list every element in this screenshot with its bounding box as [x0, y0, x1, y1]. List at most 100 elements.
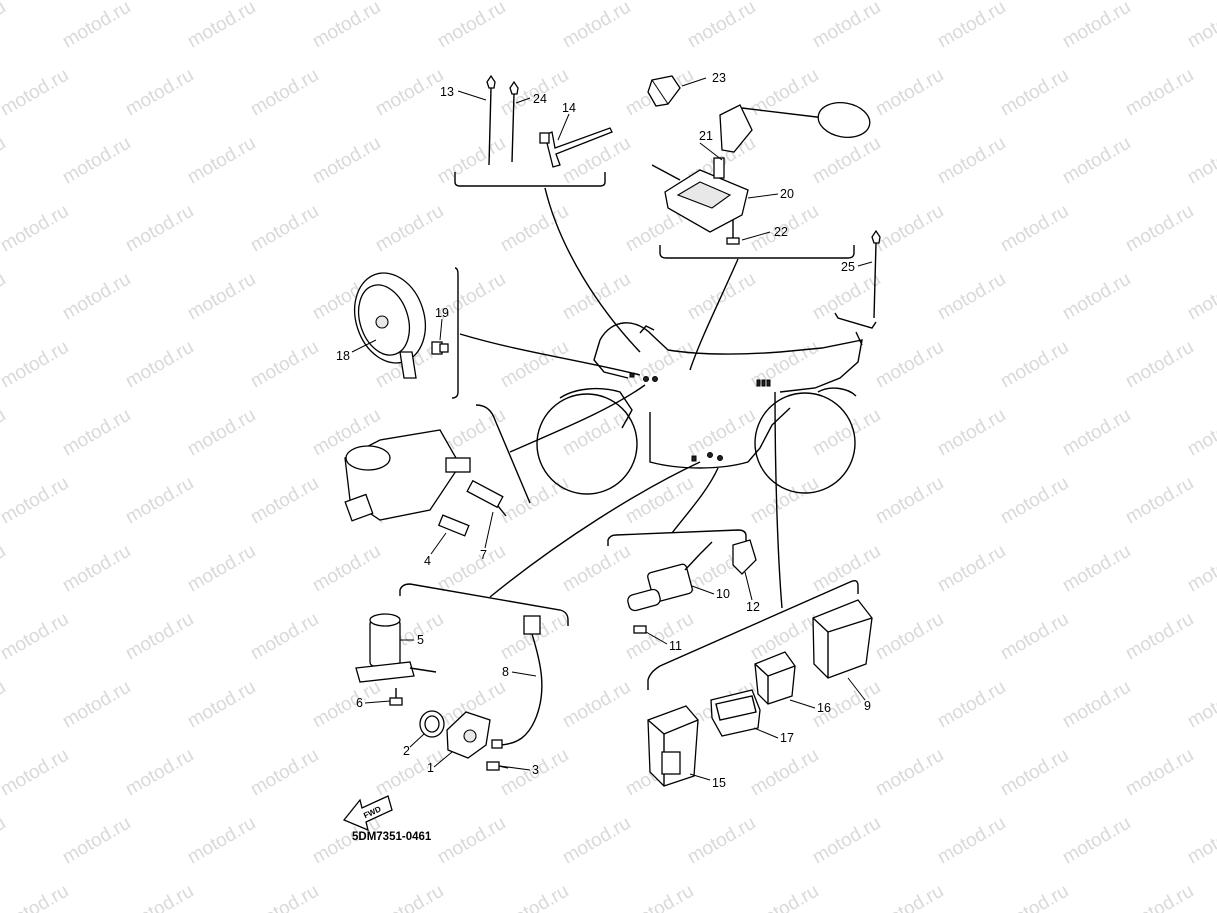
watermark-text: motod.ru	[434, 0, 509, 52]
watermark-text: motod.ru	[1122, 881, 1197, 913]
watermark-text: motod.ru	[559, 269, 634, 325]
relay-9	[812, 599, 873, 679]
watermark-text: motod.ru	[747, 65, 822, 121]
watermark-text: motod.ru	[184, 405, 259, 461]
watermark-text: motod.ru	[872, 337, 947, 393]
watermark-text: motod.ru	[434, 813, 509, 869]
watermark-text: motod.ru	[0, 609, 72, 665]
fuel-sender-20	[651, 157, 749, 233]
watermark-text: motod.ru	[997, 201, 1072, 257]
watermark-text: motod.ru	[1122, 201, 1197, 257]
callout-15: 15	[712, 776, 726, 790]
engine-outline	[649, 407, 791, 469]
callout-14: 14	[562, 101, 576, 115]
watermark-text: motod.ru	[59, 0, 134, 52]
callout-10: 10	[716, 587, 730, 601]
watermark-text: motod.ru	[247, 65, 322, 121]
watermark-text: motod.ru	[0, 65, 72, 121]
watermark-text: motod.ru	[1122, 609, 1197, 665]
bike-body-top	[599, 322, 863, 393]
watermark-text: motod.ru	[1122, 745, 1197, 801]
speed-sensor-1	[446, 711, 491, 759]
watermark-text: motod.ru	[434, 133, 509, 189]
watermark-text: motod.ru	[0, 337, 72, 393]
callout-17: 17	[780, 731, 794, 745]
callout-18: 18	[336, 349, 350, 363]
watermark-text: motod.ru	[0, 405, 9, 461]
watermark-text: motod.ru	[122, 881, 197, 913]
watermark-text: motod.ru	[1059, 0, 1134, 52]
watermark-text: motod.ru	[0, 201, 72, 257]
callout-2: 2	[403, 744, 410, 758]
watermark-text: motod.ru	[872, 881, 947, 913]
watermark-text: motod.ru	[809, 133, 884, 189]
callout-25: 25	[841, 260, 855, 274]
callout-20: 20	[780, 187, 794, 201]
relay-15	[647, 705, 699, 787]
watermark-text: motod.ru	[184, 541, 259, 597]
bolt-11	[633, 625, 647, 634]
watermark-text: motod.ru	[559, 813, 634, 869]
watermark-text: motod.ru	[1122, 473, 1197, 529]
leader-relays	[774, 391, 783, 609]
watermark-text: motod.ru	[997, 745, 1072, 801]
watermark-text: motod.ru	[497, 337, 572, 393]
bracket-relays	[647, 579, 859, 690]
screw-22	[726, 220, 740, 245]
screw-3	[486, 761, 509, 771]
leader-bottom-left	[489, 461, 701, 598]
callout-16: 16	[817, 701, 831, 715]
callout-12: 12	[746, 600, 760, 614]
bracket-bottom-left	[399, 583, 569, 626]
watermark-text: motod.ru	[0, 813, 9, 869]
forward-arrow-icon: FWD	[342, 795, 393, 832]
watermark-text: motod.ru	[934, 269, 1009, 325]
watermark-text: motod.ru	[684, 405, 759, 461]
watermark-text: motod.ru	[1059, 813, 1134, 869]
watermark-text: motod.ru	[122, 609, 197, 665]
watermark-text: motod.ru	[59, 405, 134, 461]
leader-top-right	[689, 258, 739, 371]
watermark-text: motod.ru	[59, 813, 134, 869]
watermark-text: motod.ru	[872, 65, 947, 121]
thermostat-housing	[344, 429, 471, 522]
bike-front-cowl	[593, 339, 629, 379]
watermark-text: motod.ru	[184, 677, 259, 733]
bracket-sensor	[475, 404, 531, 504]
bracket-bottom-mid	[607, 529, 747, 546]
watermark-text: motod.ru	[1122, 65, 1197, 121]
callout-19: 19	[435, 306, 449, 320]
bracket-band	[834, 312, 877, 329]
sensor-4	[437, 514, 470, 537]
watermark-text: motod.ru	[184, 813, 259, 869]
float-arm-21	[719, 102, 871, 153]
watermark-text: motod.ru	[872, 609, 947, 665]
watermark-text: motod.ru	[559, 133, 634, 189]
watermark-text: motod.ru	[0, 473, 72, 529]
temp-sensor-7	[466, 479, 507, 517]
watermark-text: motod.ru	[809, 405, 884, 461]
watermark-text: motod.ru	[1059, 133, 1134, 189]
wire-clamp-14	[539, 127, 613, 168]
bracket-top-right	[659, 245, 855, 259]
watermark-text: motod.ru	[59, 541, 134, 597]
watermark-text: motod.ru	[309, 677, 384, 733]
cable-tie-13	[486, 74, 496, 166]
cable-tie-24	[509, 80, 519, 163]
watermark-text: motod.ru	[934, 405, 1009, 461]
watermark-text: motod.ru	[0, 133, 9, 189]
watermark-text: motod.ru	[122, 337, 197, 393]
callout-leaders	[351, 77, 873, 781]
watermark-text: motod.ru	[372, 201, 447, 257]
watermark-text: motod.ru	[934, 133, 1009, 189]
watermark-text: motod.ru	[872, 201, 947, 257]
watermark-text: motod.ru	[1184, 677, 1217, 733]
watermark-text: motod.ru	[309, 541, 384, 597]
watermark-text: motod.ru	[0, 269, 9, 325]
bolt-6	[389, 688, 403, 706]
watermark-text: motod.ru	[1122, 337, 1197, 393]
watermark-text: motod.ru	[309, 0, 384, 52]
leader-sensor	[509, 384, 646, 453]
watermark-text: motod.ru	[184, 269, 259, 325]
